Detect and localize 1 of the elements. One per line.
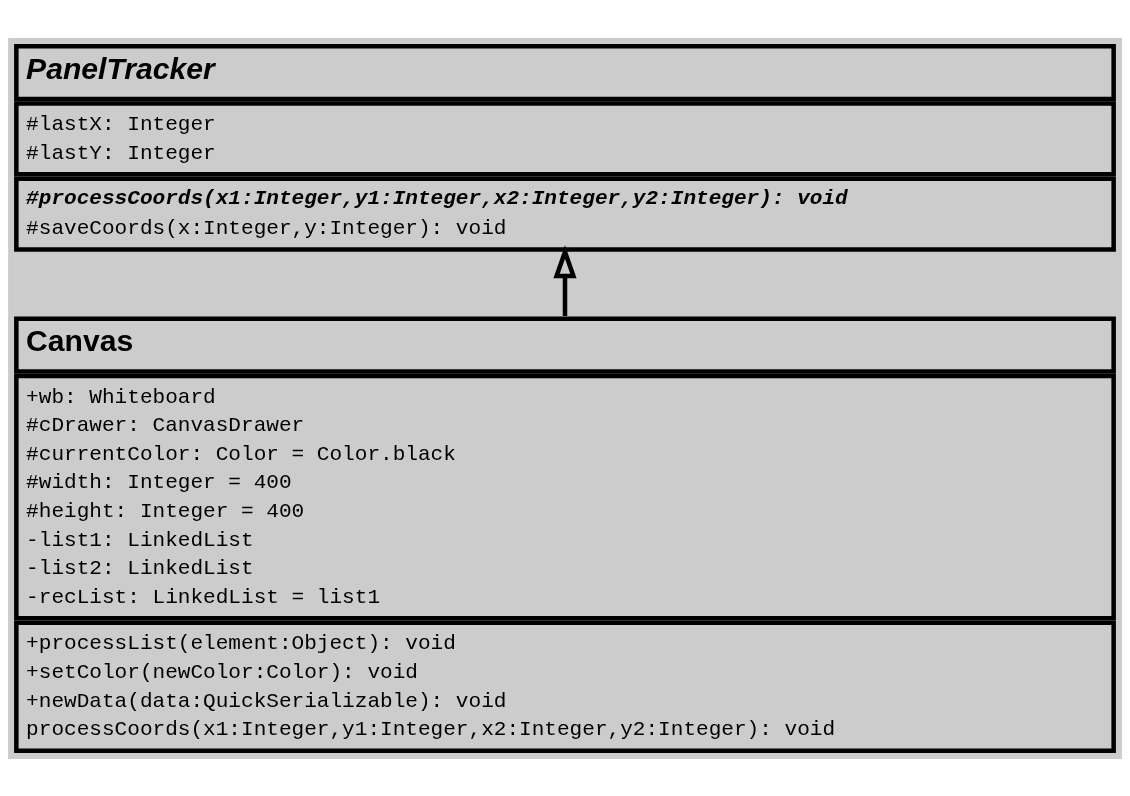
- arrow: [553, 244, 577, 316]
